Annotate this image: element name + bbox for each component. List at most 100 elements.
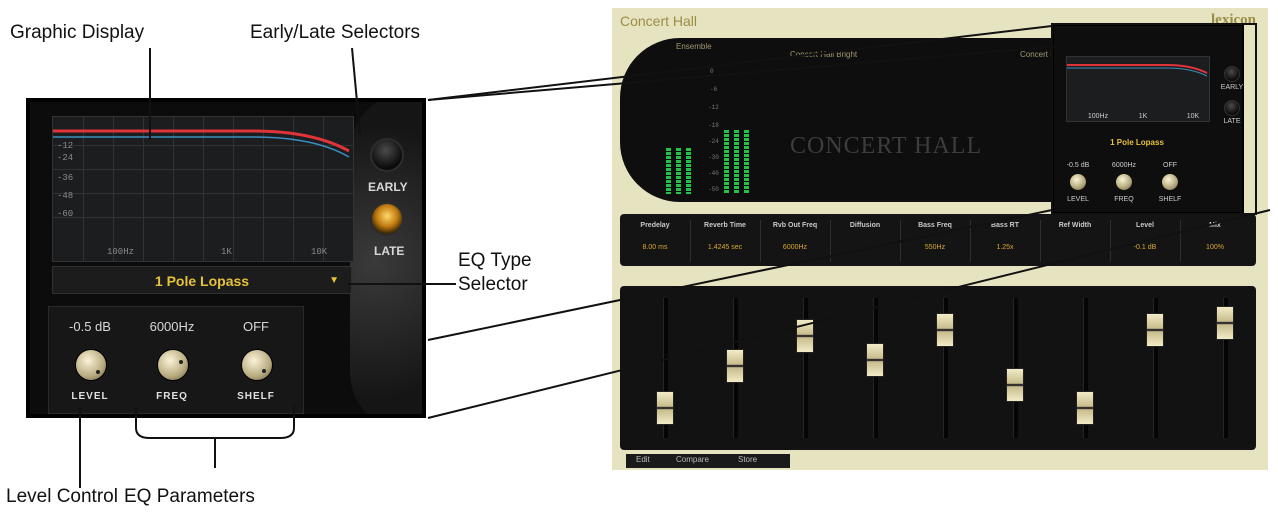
display-top-text: Concert Hall Bright — [790, 50, 858, 59]
output-meter-left — [724, 130, 729, 194]
callout-early-late-selectors: Early/Late Selectors — [250, 22, 421, 43]
input-meter-right — [676, 148, 681, 194]
param-label: Predelay — [640, 222, 670, 229]
input-meter-left — [666, 148, 671, 194]
mini-late-label: LATE — [1223, 118, 1241, 125]
mini-x-label: 100Hz — [1087, 113, 1109, 120]
meter-scale: 0 — [710, 68, 714, 75]
mini-graphic-display: 100Hz 1K 10K — [1066, 56, 1210, 122]
level-label: LEVEL — [71, 391, 109, 402]
zoomed-eq-panel: -12 -24 -36 -48 -60 100Hz 1K 10K EARLY L… — [26, 98, 426, 418]
meter-scale: -40 — [708, 170, 719, 177]
mini-shelf-label: SHELF — [1158, 196, 1182, 203]
eq-curve — [53, 129, 350, 158]
eq-type-selector[interactable]: 1 Pole Lopass ▼ — [52, 266, 352, 294]
mini-eq-panel: 100Hz 1K 10K EARLY LATE 1 Pole Lopass -0… — [1052, 24, 1244, 214]
compare-button[interactable]: Compare — [676, 455, 709, 464]
level-knob[interactable] — [75, 349, 107, 381]
plugin-title: Concert Hall — [620, 13, 698, 29]
shelf-value: OFF — [243, 319, 269, 334]
param-value[interactable]: 100% — [1206, 244, 1224, 251]
concert-hall-plugin: Concert Hall lexicon Ensemble Concert Ha… — [612, 8, 1268, 470]
mini-level-label: LEVEL — [1067, 196, 1089, 203]
meter-scale: -24 — [708, 138, 719, 145]
bottom-toolbar: Edit Compare Store — [626, 454, 790, 468]
graph-y-label: -36 — [57, 173, 74, 183]
fader-cap[interactable] — [796, 319, 814, 354]
graph-x-label: 1K — [221, 247, 232, 257]
fader-cap[interactable] — [656, 391, 674, 426]
graphic-display: -12 -24 -36 -48 -60 100Hz 1K 10K — [52, 116, 354, 262]
graph-y-label: -60 — [57, 209, 74, 219]
freq-knob[interactable] — [157, 349, 189, 381]
mini-x-label: 1K — [1138, 113, 1148, 120]
param-label: Rvb Out Freq — [772, 222, 818, 229]
fader-cap[interactable] — [866, 342, 884, 377]
meter-scale: -30 — [708, 154, 719, 161]
param-value[interactable]: 6000Hz — [782, 244, 808, 251]
param-label: Diffusion — [849, 222, 881, 229]
fader-cap[interactable] — [1076, 391, 1094, 426]
display-top-text: Ensemble — [676, 42, 712, 51]
fader-cap[interactable] — [1006, 367, 1024, 402]
freq-label: FREQ — [156, 391, 188, 402]
eq-parameters-box: -0.5 dB 6000Hz OFF LEVEL FREQ SHELF — [48, 306, 304, 414]
mini-freq-knob[interactable] — [1116, 174, 1132, 190]
mini-x-label: 10K — [1186, 113, 1200, 120]
mini-early-label: EARLY — [1220, 84, 1244, 91]
output-meter-right — [734, 130, 739, 194]
meter-scale: -50 — [708, 186, 719, 193]
output-meter-3 — [744, 130, 749, 194]
mini-level-knob[interactable] — [1070, 174, 1086, 190]
mini-freq-value: 6000Hz — [1111, 162, 1137, 169]
fader-cap[interactable] — [726, 348, 744, 383]
mini-shelf-knob[interactable] — [1162, 174, 1178, 190]
graph-y-label: -24 — [57, 153, 74, 163]
param-label: Bass RT — [990, 222, 1019, 229]
graph-x-label: 10K — [311, 247, 328, 257]
mini-freq-label: FREQ — [1114, 196, 1134, 203]
param-value[interactable]: 1.25x — [996, 244, 1014, 251]
param-label: Mix — [1209, 222, 1221, 229]
mini-eq-curve — [1067, 64, 1208, 77]
mini-late-button[interactable] — [1224, 100, 1240, 116]
mini-early-button[interactable] — [1224, 66, 1240, 82]
display-title: CONCERT HALL — [790, 133, 983, 159]
param-value[interactable]: -0.1 dB — [1133, 244, 1157, 251]
param-value[interactable]: 1.4245 sec — [707, 244, 743, 251]
early-button[interactable] — [370, 138, 404, 172]
edit-button[interactable]: Edit — [636, 455, 650, 464]
callout-eq-type-line2: Selector — [458, 274, 528, 295]
param-label: Level — [1136, 222, 1154, 229]
input-meter-3 — [686, 148, 691, 194]
param-label: Bass Freq — [918, 222, 952, 229]
fader-cap[interactable] — [1146, 312, 1164, 347]
late-label: LATE — [374, 244, 405, 258]
mini-level-value: -0.5 dB — [1066, 162, 1090, 169]
graph-y-label: -48 — [57, 191, 74, 201]
shelf-knob[interactable] — [241, 349, 273, 381]
fader-cap[interactable] — [936, 312, 954, 347]
mini-eq-type[interactable]: 1 Pole Lopass — [1110, 138, 1164, 147]
late-button[interactable] — [370, 202, 404, 236]
param-value[interactable]: 8.00 ms — [642, 244, 668, 251]
callout-level-control: Level Control — [6, 486, 118, 507]
chevron-down-icon: ▼ — [329, 275, 339, 286]
param-label: Ref Width — [1058, 222, 1092, 229]
meter-scale: -18 — [708, 122, 719, 129]
faders-panel — [620, 286, 1256, 450]
meter-scale: -6 — [710, 86, 718, 93]
meter-scale: -12 — [708, 104, 719, 111]
graph-x-label: 100Hz — [107, 247, 135, 257]
mini-shelf-value: OFF — [1163, 162, 1177, 169]
fader-cap[interactable] — [1216, 306, 1234, 341]
param-value[interactable]: 550Hz — [924, 244, 946, 251]
early-label: EARLY — [368, 180, 408, 194]
store-button[interactable]: Store — [738, 455, 758, 464]
level-value: -0.5 dB — [69, 319, 111, 334]
callout-eq-type-line1: EQ Type — [458, 250, 532, 271]
shelf-label: SHELF — [237, 391, 275, 402]
graph-y-label: -12 — [57, 141, 74, 151]
callout-eq-parameters: EQ Parameters — [124, 486, 255, 507]
eq-type-value: 1 Pole Lopass — [154, 273, 250, 289]
